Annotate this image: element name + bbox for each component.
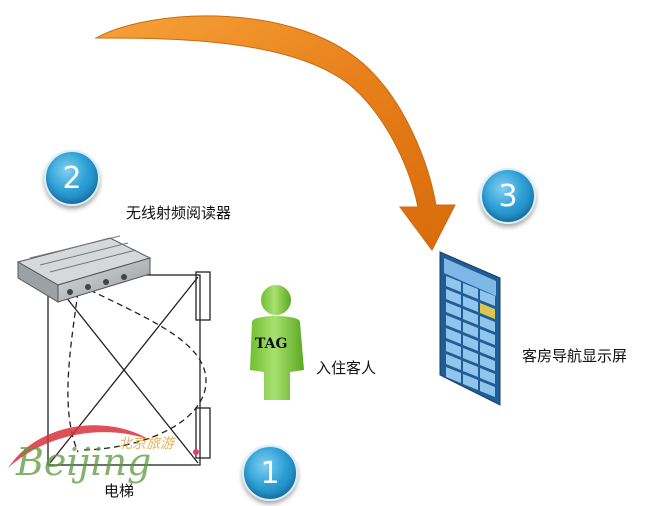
tag-label: TAG (255, 336, 288, 352)
screen-cell (463, 283, 478, 299)
screen-cell (446, 328, 461, 344)
screen-cell (446, 354, 461, 370)
screen-cell (463, 374, 478, 390)
screen-cell (480, 329, 495, 345)
display-label: 客房导航显示屏 (522, 347, 628, 365)
screen-cell (480, 381, 495, 397)
reader-label: 无线射频阅读器 (126, 204, 232, 222)
screen-cell (446, 315, 461, 331)
screen-cell (446, 367, 461, 383)
screen-cell (463, 348, 478, 364)
screen-cell (480, 355, 495, 371)
guest-figure (250, 285, 304, 400)
rfid-reader (16, 235, 152, 303)
navigation-screen (439, 251, 501, 406)
signal-arrow (94, 15, 456, 251)
screen-cell (480, 342, 495, 358)
guest-label: 入住客人 (316, 359, 377, 377)
screen-cell (480, 303, 495, 319)
elevator-label: 电梯 (104, 482, 135, 500)
screen-cell (480, 316, 495, 332)
screen-cell (480, 290, 495, 306)
screen-cell (463, 309, 478, 325)
screen-cell (463, 335, 478, 351)
step-badge-1: 1 (242, 445, 298, 501)
step-badge-3: 3 (480, 168, 536, 224)
watermark-chinese: 北京旅游 (118, 436, 174, 452)
beijing-watermark-graphic (8, 425, 199, 468)
screen-cell (446, 289, 461, 305)
step-badge-2: 2 (44, 150, 100, 206)
screen-cell (463, 322, 478, 338)
screen-cell (463, 296, 478, 312)
screen-cell (446, 276, 461, 292)
screen-cell (480, 368, 495, 384)
screen-cell (446, 302, 461, 318)
screen-cell (446, 341, 461, 357)
screen-cell (463, 361, 478, 377)
watermark-text: Beijing (16, 440, 152, 484)
